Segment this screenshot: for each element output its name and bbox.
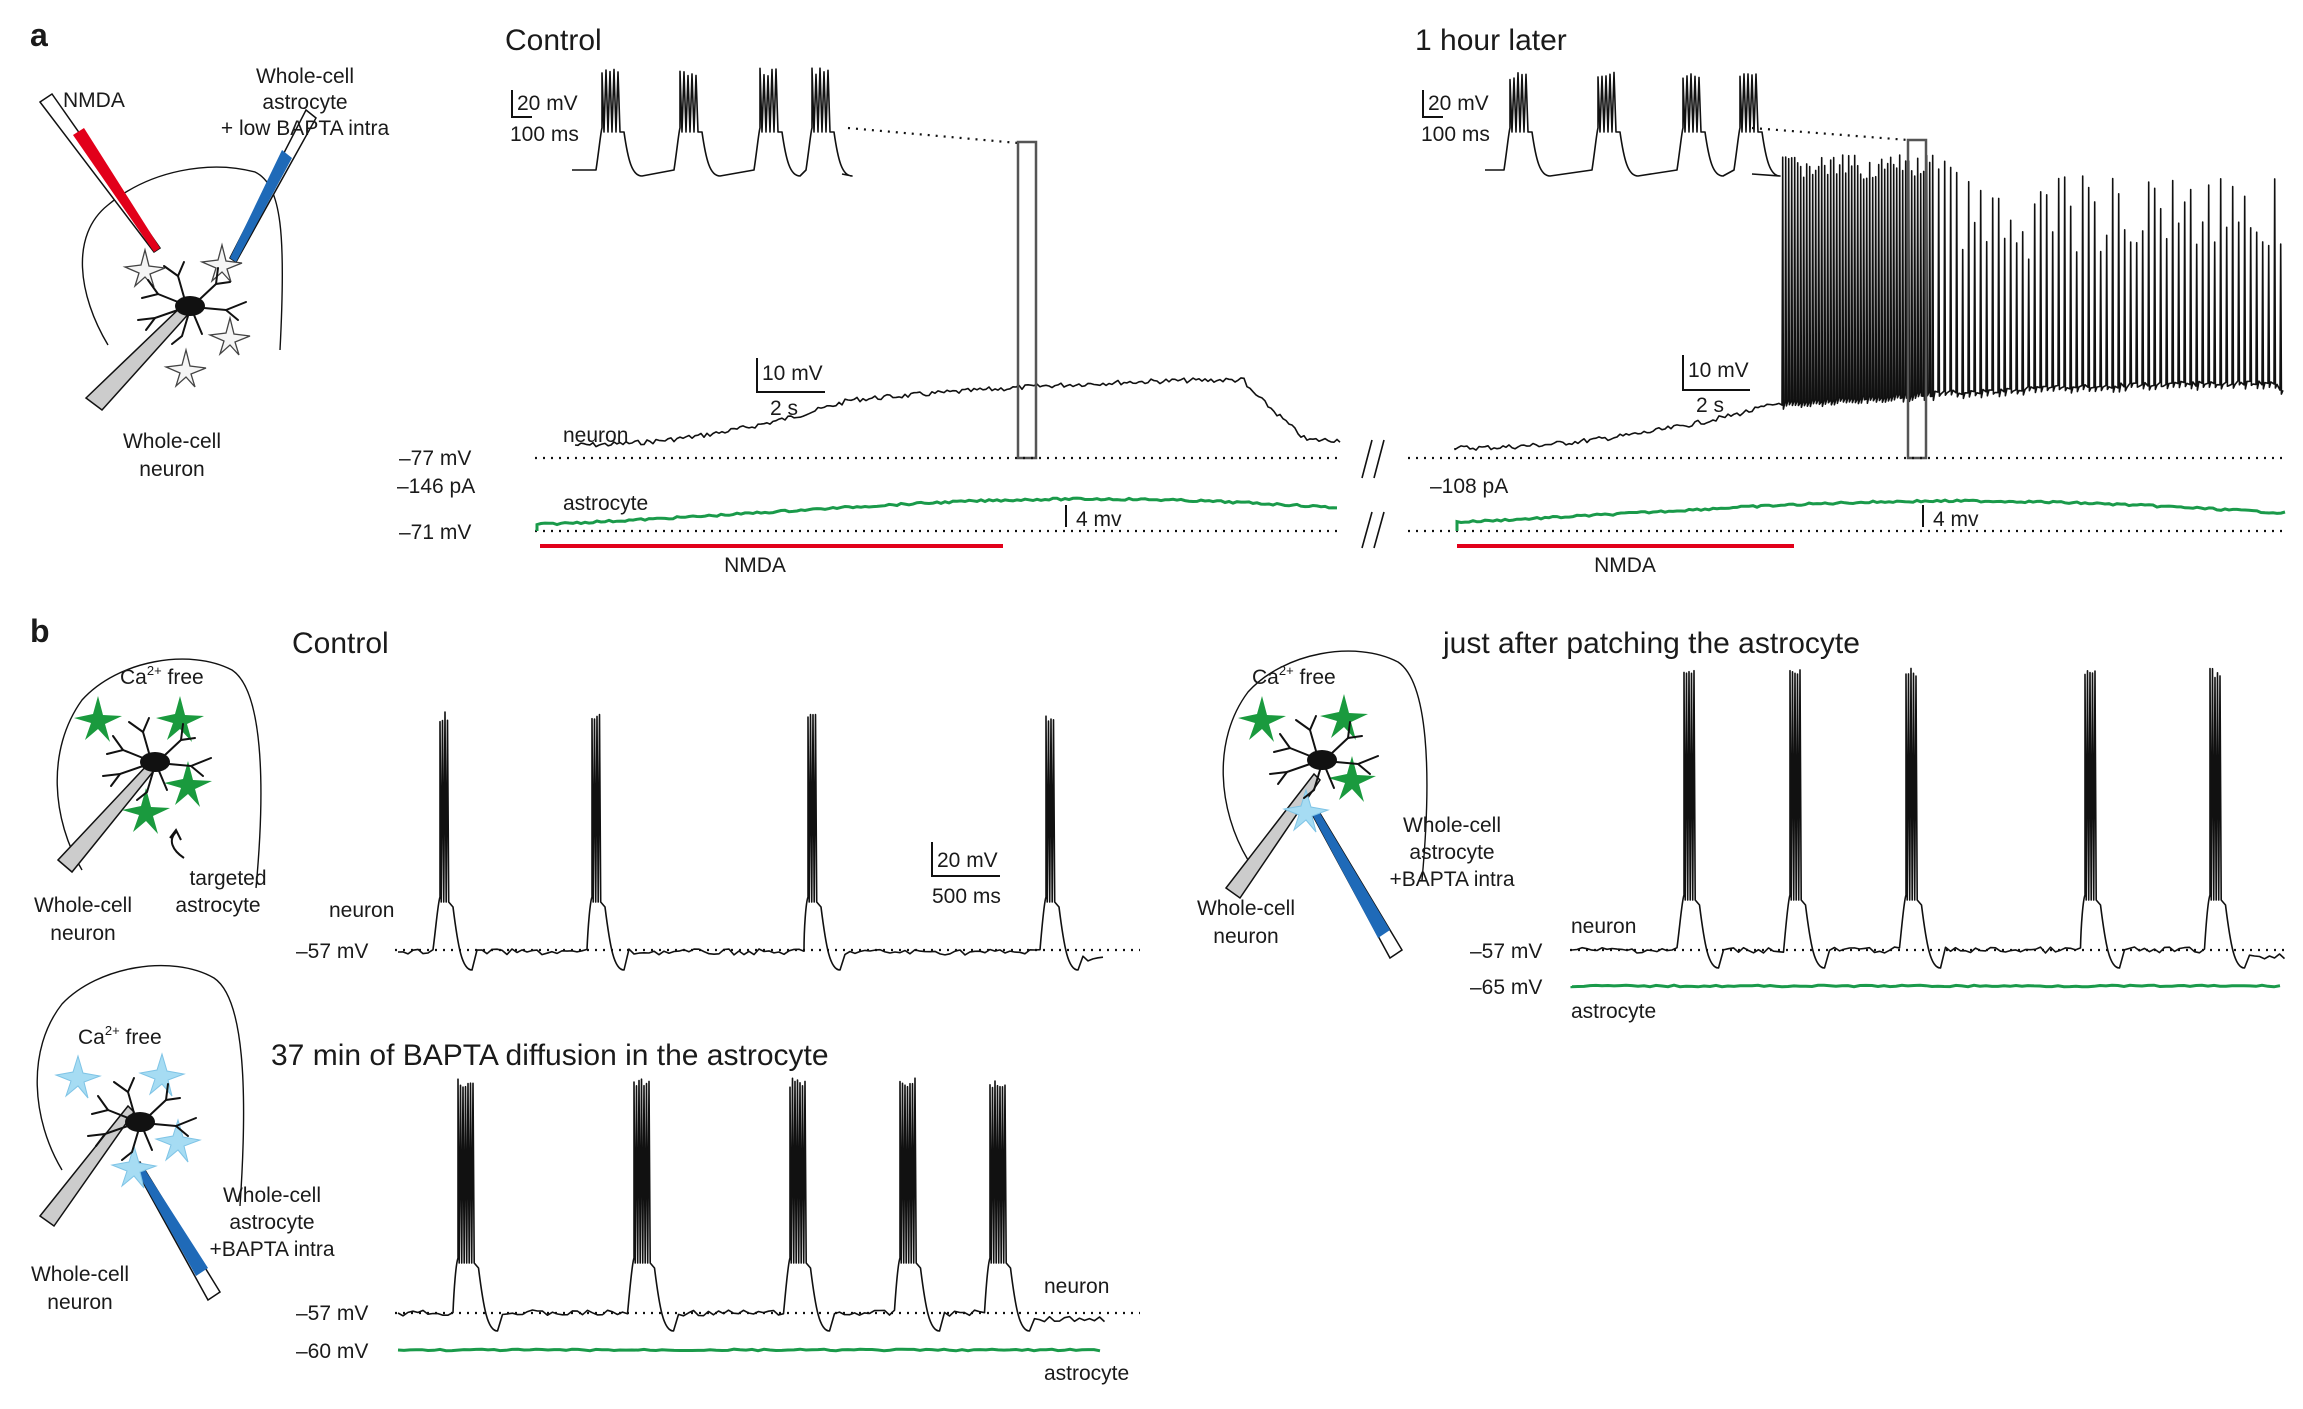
later-zoom-box xyxy=(1906,138,1928,460)
panel-b-label: b xyxy=(30,613,50,649)
b-after-pipette-1: Whole-cell xyxy=(1403,814,1501,837)
astro-pipette-label-1: Whole-cell xyxy=(256,65,354,88)
b-after-cell-2: neuron xyxy=(1213,925,1278,948)
panel-b-control-schematic xyxy=(56,658,262,889)
panel-b-bapta-schematic xyxy=(36,964,245,1302)
control-neuron-trace xyxy=(574,377,1341,448)
nmda-pipette-label: NMDA xyxy=(63,89,125,112)
control-nmda-label: NMDA xyxy=(724,554,786,577)
neuron-pipette-label-2: neuron xyxy=(139,458,204,481)
b-control-scale-v: 20 mV xyxy=(937,849,998,872)
later-nmda-label: NMDA xyxy=(1594,554,1656,577)
b-after-ca-label: Ca2+ free xyxy=(1252,663,1336,689)
later-title: 1 hour later xyxy=(1415,24,1567,57)
later-neuron-trace xyxy=(1454,154,2284,451)
b-control-vm: –57 mV xyxy=(296,940,368,963)
b-control-targeted-1: targeted xyxy=(189,867,266,890)
astro-pipette-label-2: astrocyte xyxy=(262,91,347,114)
later-inset-scale-t: 100 ms xyxy=(1421,123,1490,146)
b-bapta-title: 37 min of BAPTA diffusion in the astrocy… xyxy=(271,1039,829,1072)
b-bapta-pipette-2: astrocyte xyxy=(229,1211,314,1234)
b-bapta-pipette-3: +BAPTA intra xyxy=(209,1238,334,1261)
b-bapta-cell-1: Whole-cell xyxy=(31,1263,129,1286)
later-astro-scale: 4 mv xyxy=(1933,508,1979,531)
astro-pipette-label-3: + low BAPTA intra xyxy=(221,117,390,140)
control-inset-scale-v: 20 mV xyxy=(517,92,578,115)
b-control-scale-t: 500 ms xyxy=(932,885,1001,908)
b-after-title: just after patching the astrocyte xyxy=(1442,627,1860,660)
later-scale-t: 2 s xyxy=(1696,394,1724,417)
later-zoom-connector xyxy=(1751,126,1909,142)
later-scalebar xyxy=(1682,355,1750,391)
neuron-pipette-label-1: Whole-cell xyxy=(123,430,221,453)
control-zoom-box xyxy=(1016,140,1038,460)
astrocyte-label-a: astrocyte xyxy=(563,492,648,515)
control-inset-scalebar xyxy=(511,90,532,118)
control-inset-trace xyxy=(572,67,853,177)
axis-break-marks xyxy=(1361,439,1385,549)
b-after-pipette-2: astrocyte xyxy=(1409,841,1494,864)
panel-b-after-schematic xyxy=(1222,650,1428,960)
later-inset-scalebar xyxy=(1422,90,1443,118)
b-bapta-vm-astro: –60 mV xyxy=(296,1340,368,1363)
vm-neuron-a: –77 mV xyxy=(399,447,471,470)
b-bapta-pipette-1: Whole-cell xyxy=(223,1184,321,1207)
b-bapta-cell-2: neuron xyxy=(47,1291,112,1314)
b-bapta-astrocyte-trace xyxy=(397,1347,1101,1353)
b-control-ca-label: Ca2+ free xyxy=(120,663,204,689)
b-control-cell-1: Whole-cell xyxy=(34,894,132,917)
control-title: Control xyxy=(505,24,602,57)
b-bapta-neuron-trace xyxy=(397,1077,1106,1332)
b-after-cell-1: Whole-cell xyxy=(1197,897,1295,920)
control-zoom-connector xyxy=(847,126,1019,145)
current-later: –108 pA xyxy=(1430,475,1508,498)
b-after-vm-neuron: –57 mV xyxy=(1470,940,1542,963)
b-bapta-astrocyte-label: astrocyte xyxy=(1044,1362,1129,1385)
later-inset-scale-v: 20 mV xyxy=(1428,92,1489,115)
b-bapta-neuron-label: neuron xyxy=(1044,1275,1109,1298)
b-control-neuron-trace xyxy=(397,711,1104,971)
current-control: –146 pA xyxy=(397,475,475,498)
control-scale-v: 10 mV xyxy=(762,362,823,385)
b-after-neuron-trace xyxy=(1571,667,2286,969)
control-scalebar xyxy=(756,358,825,393)
b-after-astrocyte-trace xyxy=(1570,983,2281,989)
control-astro-scale: 4 mv xyxy=(1076,508,1122,531)
control-inset-scale-t: 100 ms xyxy=(510,123,579,146)
b-bapta-ca-label: Ca2+ free xyxy=(78,1023,162,1049)
later-inset-trace xyxy=(1485,71,1781,177)
panel-a-label: a xyxy=(30,17,48,53)
panel-a-schematic xyxy=(38,92,317,412)
b-bapta-vm-neuron: –57 mV xyxy=(296,1302,368,1325)
b-control-title: Control xyxy=(292,627,389,660)
later-scale-v: 10 mV xyxy=(1688,359,1749,382)
b-after-neuron-label: neuron xyxy=(1571,915,1636,938)
b-control-targeted-2: astrocyte xyxy=(175,894,260,917)
b-control-cell-2: neuron xyxy=(50,922,115,945)
control-astrocyte-trace xyxy=(535,496,1338,531)
later-astrocyte-trace xyxy=(1455,498,2286,531)
neuron-label-a: neuron xyxy=(563,424,628,447)
b-after-vm-astro: –65 mV xyxy=(1470,976,1542,999)
b-after-astrocyte-label: astrocyte xyxy=(1571,1000,1656,1023)
vm-astro-a: –71 mV xyxy=(399,521,471,544)
control-scale-t: 2 s xyxy=(770,397,798,420)
b-after-pipette-3: +BAPTA intra xyxy=(1389,868,1514,891)
b-control-neuron-label: neuron xyxy=(329,899,394,922)
b-control-scalebar xyxy=(931,842,1000,877)
